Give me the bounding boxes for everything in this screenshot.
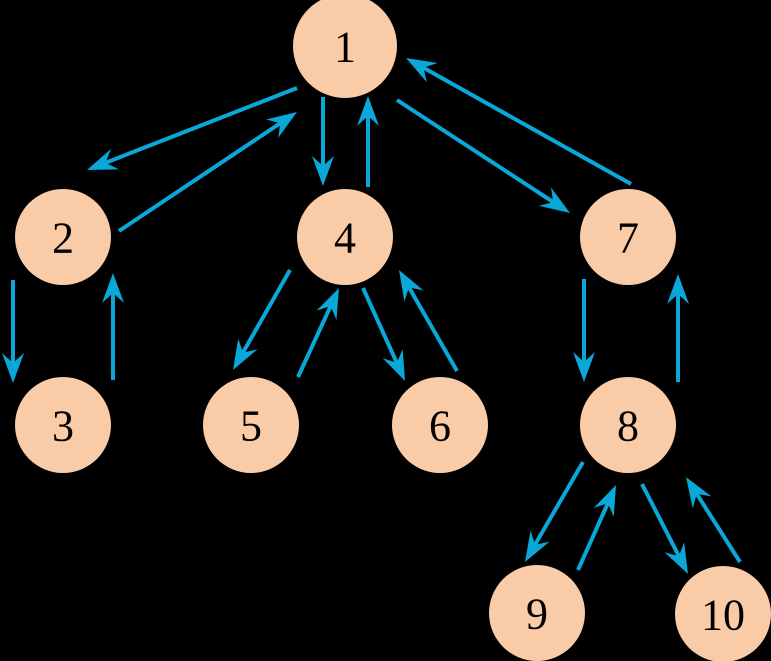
node-label-3: 3 [52,402,74,451]
graph-node-9[interactable]: 9 [489,565,585,661]
arrow-head-2-to-1 [265,112,297,138]
node-circle-7[interactable] [580,189,676,285]
arrow-head-1-to-2 [87,148,119,170]
graph-edge-9-to-8 [576,500,611,571]
arrow-head-8-to-10 [664,542,688,574]
graph-edge-4-to-5 [240,269,292,356]
node-label-7: 7 [617,214,639,263]
graph-node-6[interactable]: 6 [392,377,488,473]
arrow-head-2-to-3 [2,353,24,383]
node-label-1: 1 [334,23,356,72]
node-circle-6[interactable] [392,377,488,473]
node-label-2: 2 [52,214,74,263]
arrow-head-4-to-5 [233,338,258,370]
node-circle-4[interactable] [297,189,393,285]
node-circle-3[interactable] [15,377,111,473]
graph-node-7[interactable]: 7 [580,189,676,285]
arrow-head-7-to-1 [406,58,438,83]
graph-edge-8-to-9 [532,460,585,548]
arrow-head-7-to-8 [573,352,595,382]
edges-layer [2,58,742,574]
graph-node-2[interactable]: 2 [15,189,111,285]
node-circle-5[interactable] [203,377,299,473]
graph-edge-10-to-8 [693,491,742,564]
nodes-layer: 1 2 3 4 5 6 7 8 9 10 [15,0,771,661]
arrow-head-8-to-9 [525,530,550,562]
graph-edge-8-to-10 [640,483,682,559]
arrow-head-6-to-4 [399,270,424,302]
graph-node-10[interactable]: 10 [675,566,771,661]
graph-edge-5-to-4 [296,303,334,378]
node-label-6: 6 [429,402,451,451]
node-label-10: 10 [701,591,745,640]
node-circle-9[interactable] [489,565,585,661]
arrow-head-5-to-4 [316,288,339,320]
graph-node-8[interactable]: 8 [580,377,676,473]
node-circle-8[interactable] [580,377,676,473]
arrow-head-4-to-6 [382,349,405,381]
node-label-8: 8 [617,402,639,451]
arrow-head-4-to-1 [357,96,379,126]
graph-node-1[interactable]: 1 [293,0,397,98]
graph-node-4[interactable]: 4 [297,189,393,285]
arrow-head-8-to-7 [667,274,689,304]
node-circle-10[interactable] [675,566,771,661]
arrow-head-1-to-7 [538,187,570,213]
graph-edge-4-to-6 [361,287,400,366]
graph-edge-6-to-4 [406,284,459,372]
arrow-head-3-to-2 [102,273,124,303]
graph-edge-1-to-7 [395,98,557,205]
arrow-head-1-to-4 [312,156,334,186]
graph-edge-2-to-1 [117,120,284,233]
node-circle-1[interactable] [293,0,397,98]
graph-edge-1-to-2 [103,86,298,166]
arrow-head-10-to-8 [686,477,712,509]
node-circle-2[interactable] [15,189,111,285]
graph-node-3[interactable]: 3 [15,377,111,473]
graph-edge-7-to-1 [420,65,632,186]
arrow-head-9-to-8 [593,485,616,517]
node-label-4: 4 [334,214,356,263]
node-label-9: 9 [526,590,548,639]
graph-node-5[interactable]: 5 [203,377,299,473]
node-label-5: 5 [240,402,262,451]
